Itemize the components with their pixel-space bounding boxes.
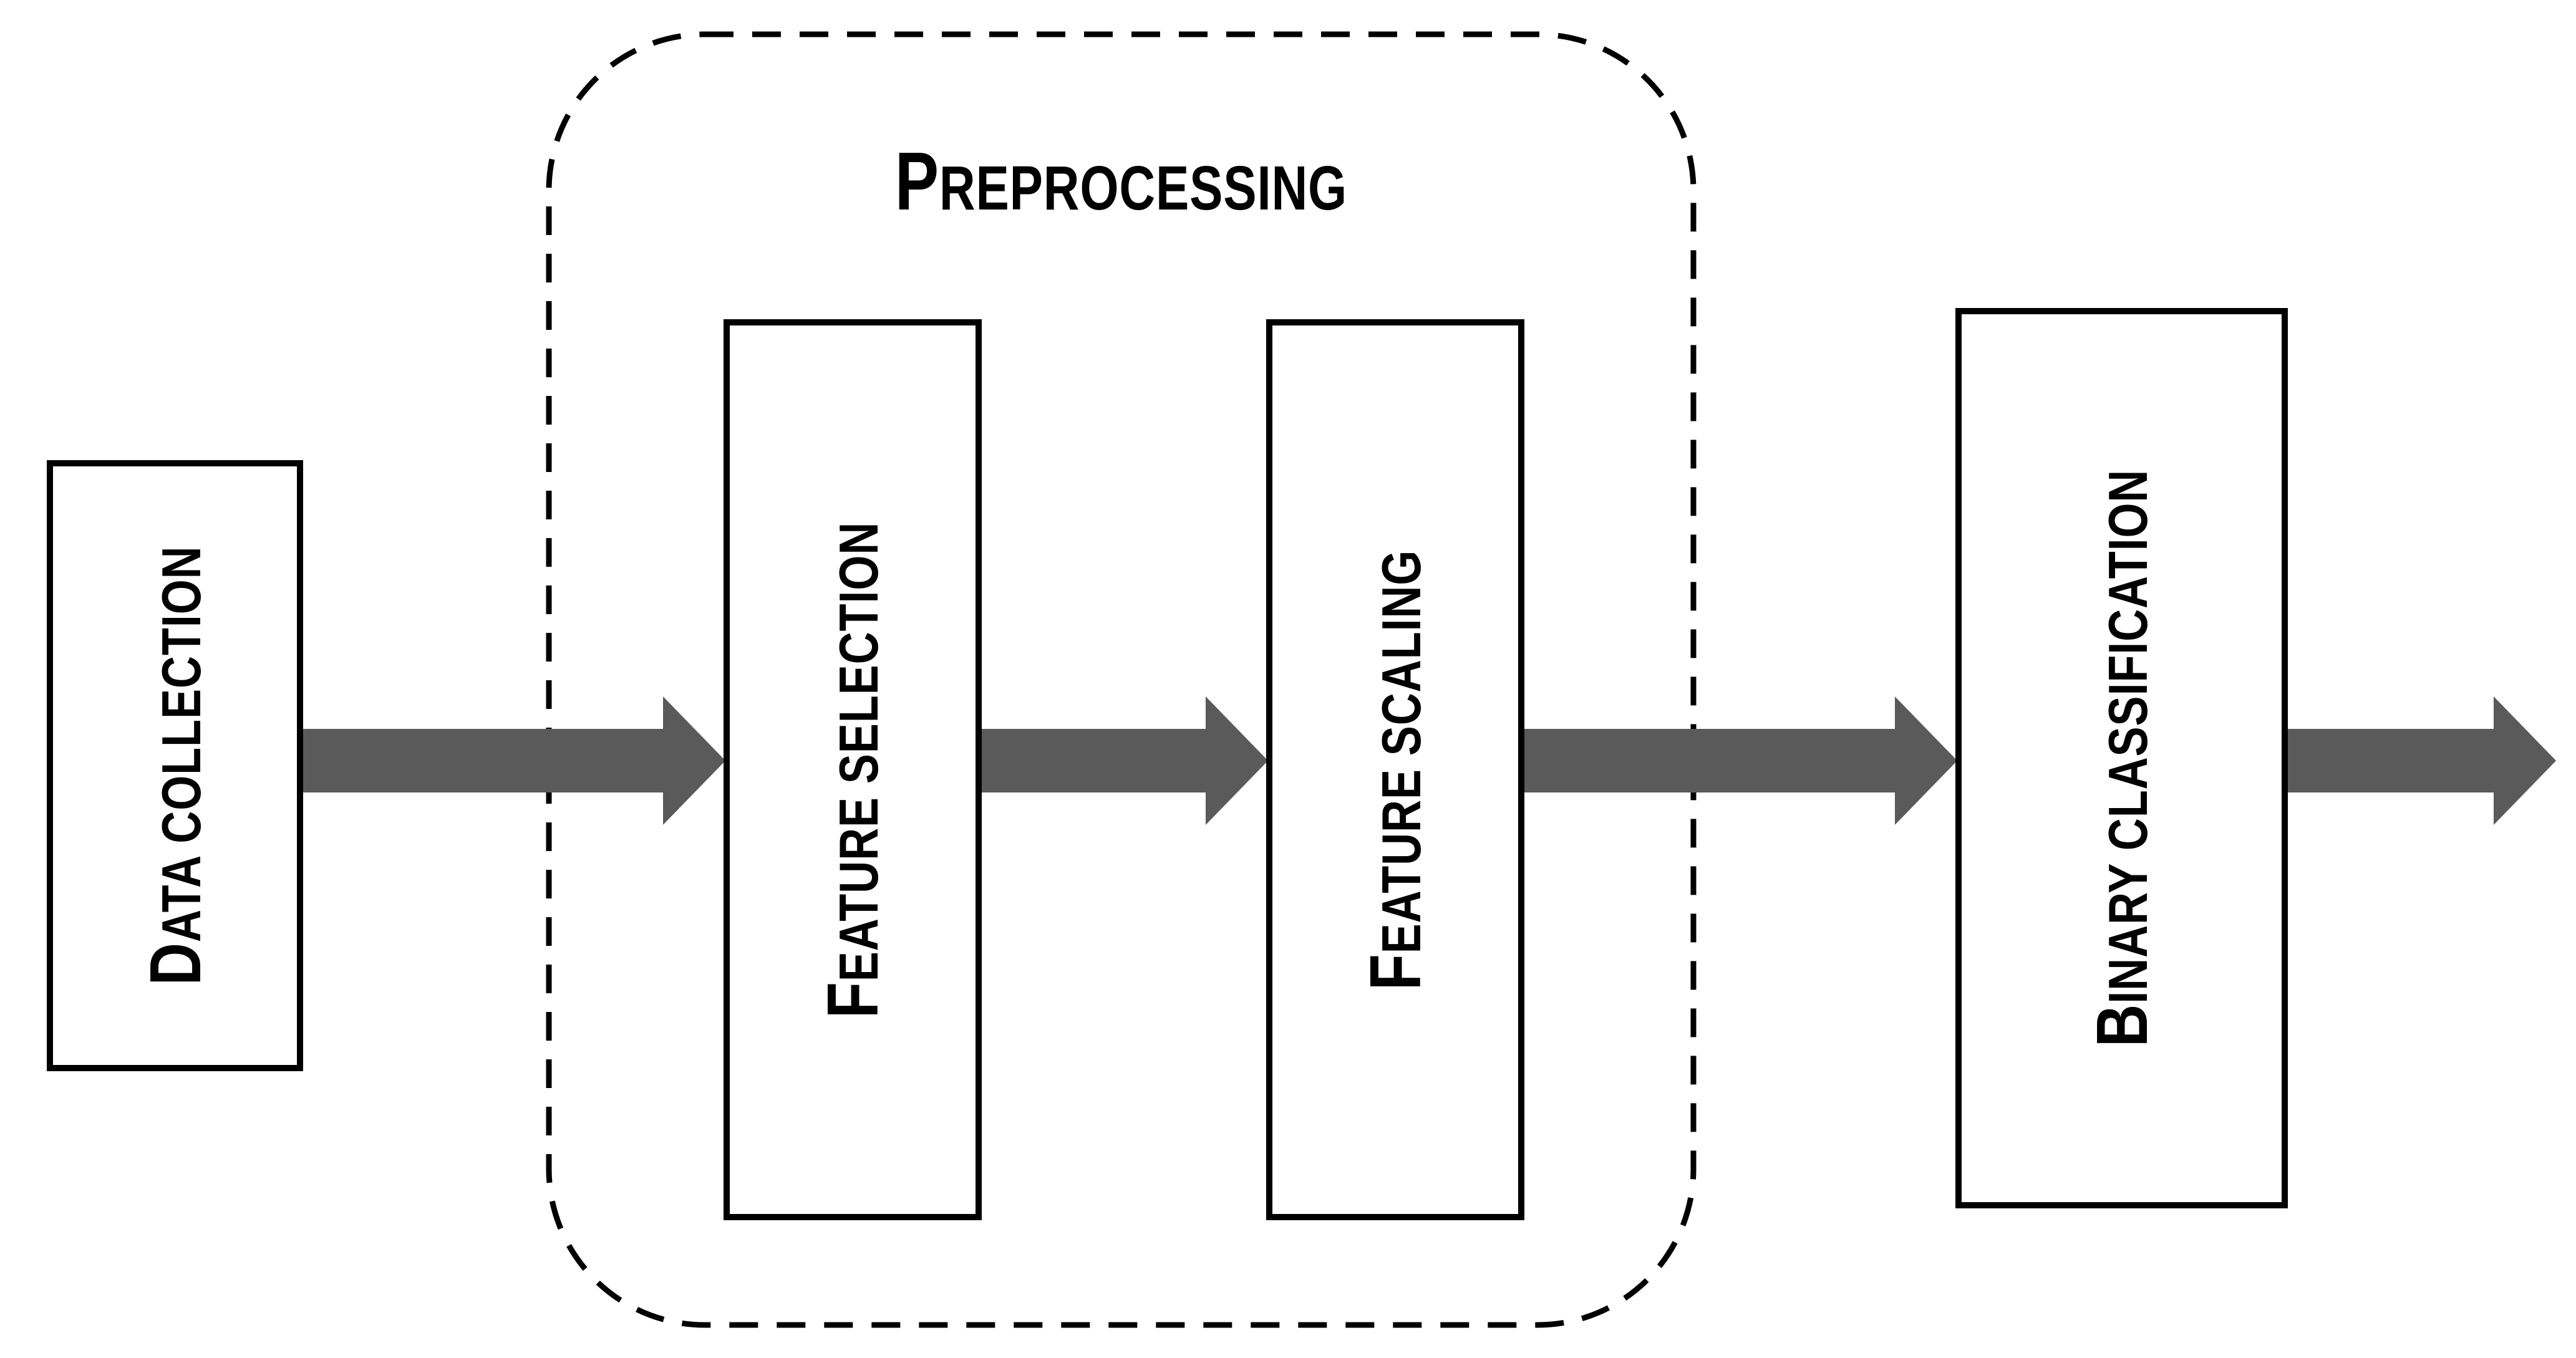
preprocessing-group-title-text: PREPROCESSING	[894, 135, 1348, 227]
node-feature-scaling-label: FEATURE SCALING	[1355, 549, 1436, 990]
preprocessing-group-title: PREPROCESSING	[549, 140, 1693, 229]
arrow-binary-classification-output-icon	[2285, 696, 2556, 825]
node-data-collection: DATA COLLECTION	[47, 460, 303, 1071]
node-feature-scaling: FEATURE SCALING	[1266, 319, 1524, 1220]
node-feature-selection: FEATURE SELECTION	[724, 319, 982, 1220]
arrow-feature-selection-to-feature-scaling-icon	[979, 696, 1268, 825]
node-binary-classification: BINARY CLASSIFICATION	[1955, 308, 2288, 1208]
arrow-data-collection-to-feature-selection-icon	[301, 696, 725, 825]
node-feature-selection-label: FEATURE SELECTION	[812, 521, 893, 1018]
node-binary-classification-label: BINARY CLASSIFICATION	[2081, 469, 2162, 1047]
preprocessing-group-outline	[546, 31, 1697, 1328]
node-data-collection-label: DATA COLLECTION	[134, 546, 216, 986]
arrow-feature-scaling-to-binary-classification-icon	[1522, 696, 1957, 825]
